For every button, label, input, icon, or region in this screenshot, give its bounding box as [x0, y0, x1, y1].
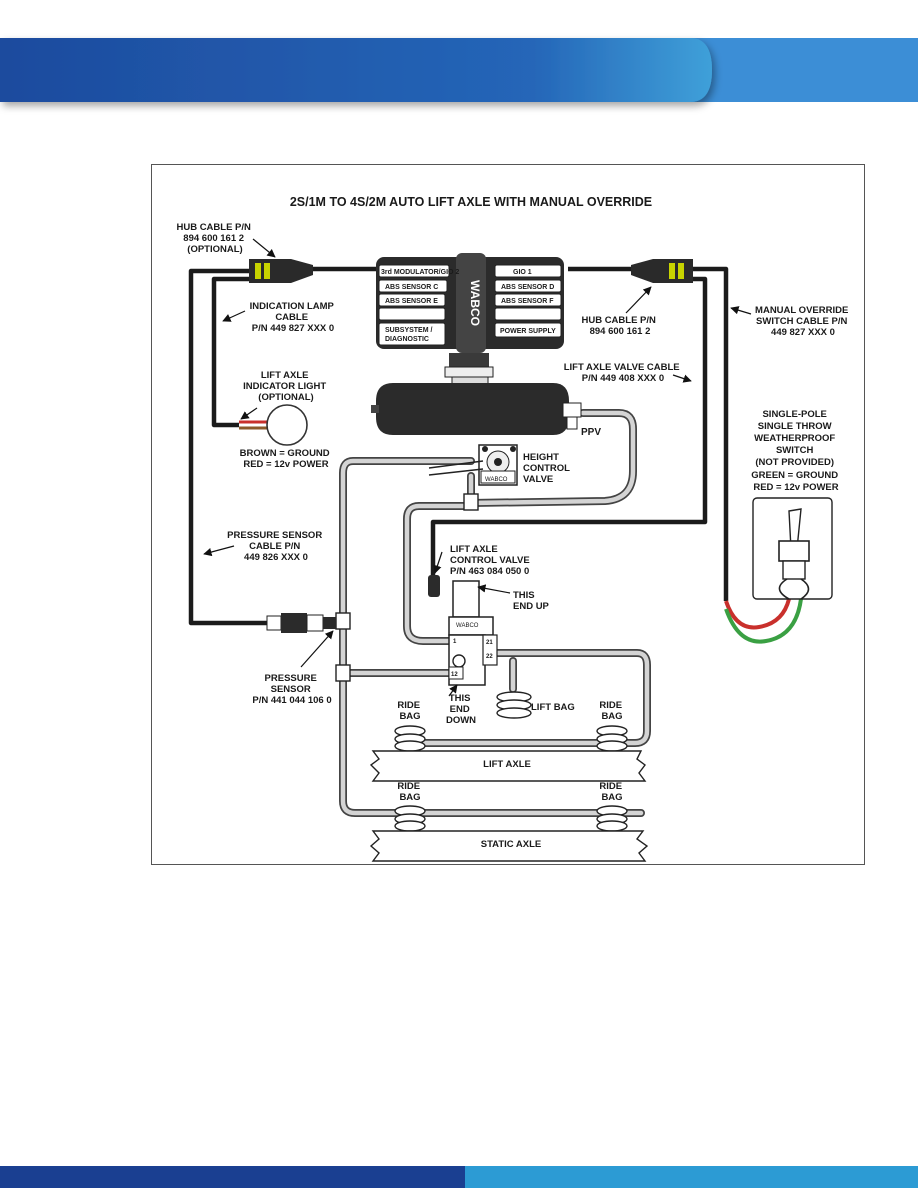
leader-arrows	[203, 238, 752, 697]
indicator-lamp	[266, 404, 308, 446]
hcv-brand: WABCO	[485, 477, 508, 483]
ride-bag-lift-right	[596, 725, 628, 752]
port-1: 1	[453, 639, 457, 645]
ride-bag-lift-left	[394, 725, 426, 752]
static-axle-label: STATIC AXLE	[481, 839, 542, 850]
port-21: 21	[486, 640, 493, 646]
ride-bag-static-left	[394, 805, 426, 832]
air-bags	[394, 691, 628, 832]
ecu-port-abs-e: ABS SENSOR E	[385, 298, 438, 305]
lift-axle-label: LIFT AXLE	[483, 759, 531, 770]
ecu-port-gio1: GIO 1	[513, 269, 532, 276]
indication-lamp-cable-label: INDICATION LAMP CABLE P/N 449 827 XXX 0	[250, 301, 337, 334]
diagram-frame: 2S/1M TO 4S/2M AUTO LIFT AXLE WITH MANUA…	[151, 164, 865, 865]
ride-bag-label-1: RIDE BAG	[397, 700, 422, 722]
port-12: 12	[451, 672, 458, 678]
valve-brand: WABCO	[456, 623, 479, 629]
ecu-module: 3rd MODULATOR/GIO 2 ABS SENSOR C ABS SEN…	[376, 253, 564, 386]
switch-wire-red	[724, 598, 791, 630]
header-banner	[0, 38, 918, 102]
hub-connector-left	[249, 259, 313, 283]
hub-cable-left-label: HUB CABLE P/N 894 600 161 2 (OPTIONAL)	[176, 222, 253, 255]
ecu-port-diagnostic: DIAGNOSTIC	[385, 336, 429, 343]
this-end-down-label: THIS END DOWN	[446, 693, 476, 726]
lamp-wiring-label: BROWN = GROUND RED = 12v POWER	[240, 448, 333, 470]
ecu-port-abs-f: ABS SENSOR F	[501, 298, 554, 305]
ride-bag-label-3: RIDE BAG	[397, 781, 422, 803]
ecu-port-power: POWER SUPPLY	[500, 328, 556, 335]
pressure-sensor-cable-label: PRESSURE SENSOR CABLE P/N 449 826 XXX 0	[227, 530, 325, 563]
switch-wire-green	[724, 598, 803, 644]
manual-override-cable-label: MANUAL OVERRIDE SWITCH CABLE P/N 449 827…	[755, 305, 851, 338]
switch-label: SINGLE-POLE SINGLE THROW WEATHERPROOF SW…	[751, 409, 840, 493]
hub-connector-right	[631, 259, 693, 283]
ecu-brand: WABCO	[468, 280, 482, 326]
static-axle-beam	[369, 830, 649, 862]
ride-bag-static-right	[596, 805, 628, 832]
ecu-port-subsystem: SUBSYSTEM /	[385, 327, 433, 334]
ride-bag-label-4: RIDE BAG	[599, 781, 624, 803]
lift-axle-valve-cable-label: LIFT AXLE VALVE CABLE P/N 449 408 XXX 0	[564, 362, 683, 384]
this-end-up-label: THIS END UP	[513, 590, 550, 612]
tee-fittings	[335, 493, 479, 682]
lift-axle-control-valve	[428, 575, 498, 686]
lift-axle-control-valve-label: LIFT AXLE CONTROL VALVE P/N 463 084 050 …	[450, 544, 532, 577]
lift-bag	[496, 691, 532, 719]
pressure-sensor-label: PRESSURE SENSOR P/N 441 044 106 0	[252, 673, 331, 706]
electrical-cables	[188, 266, 729, 626]
lift-bag-label: LIFT BAG	[531, 702, 575, 713]
ride-bag-label-2: RIDE BAG	[599, 700, 624, 722]
lift-axle-indicator-label: LIFT AXLE INDICATOR LIGHT (OPTIONAL)	[243, 370, 329, 403]
air-hoses	[339, 409, 651, 817]
hub-cable-right-label: HUB CABLE P/N 894 600 161 2	[581, 315, 658, 337]
port-22: 22	[486, 654, 493, 660]
ecu-port-gio2: 3rd MODULATOR/GIO 2	[381, 269, 459, 276]
height-control-valve-label: HEIGHT CONTROL VALVE	[523, 452, 572, 485]
wiring-diagram: 2S/1M TO 4S/2M AUTO LIFT AXLE WITH MANUA…	[176, 195, 851, 862]
ppv-label: PPV	[581, 427, 601, 438]
ecu-port-abs-c: ABS SENSOR C	[385, 284, 438, 291]
ecu-port-abs-d: ABS SENSOR D	[501, 284, 554, 291]
override-switch	[752, 497, 833, 600]
height-control-valve	[428, 444, 518, 486]
lift-axle-beam	[369, 750, 647, 782]
diagram-title: 2S/1M TO 4S/2M AUTO LIFT AXLE WITH MANUA…	[290, 195, 652, 209]
pressure-sensor	[266, 613, 336, 633]
air-tank	[371, 383, 582, 435]
footer-bar	[0, 1166, 918, 1188]
